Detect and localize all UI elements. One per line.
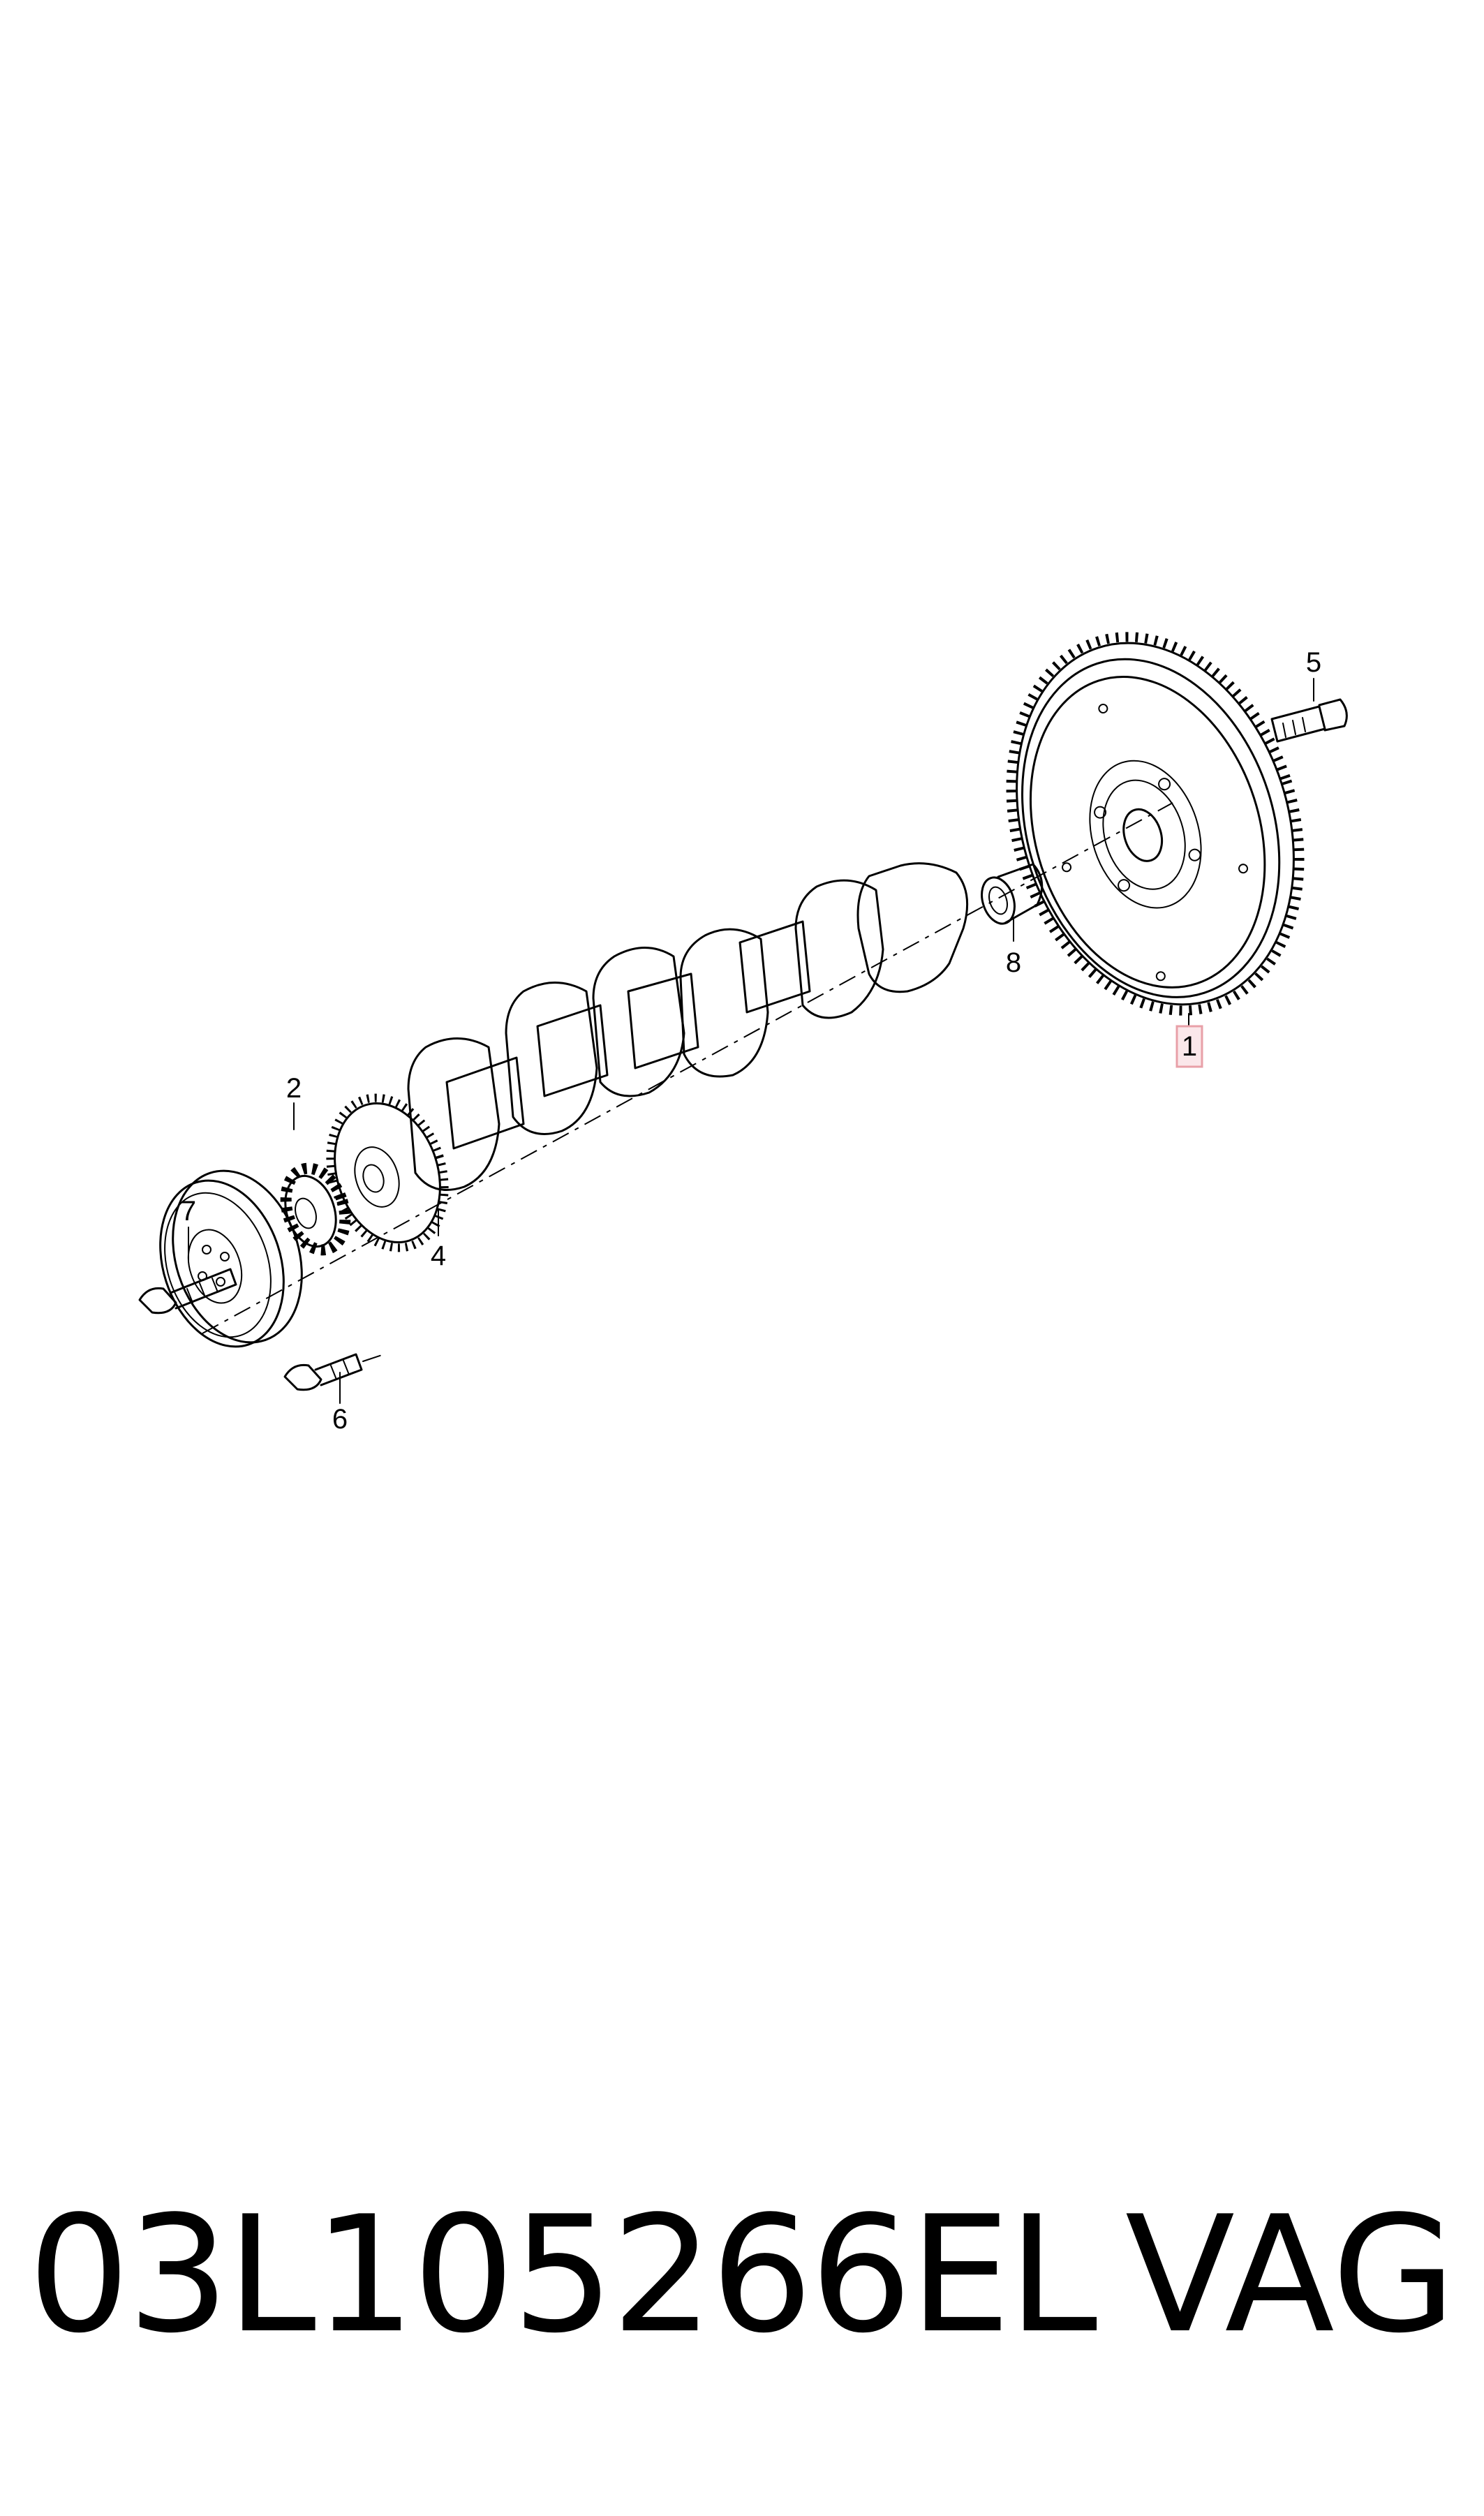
callout-1-highlight <box>1175 1025 1203 1068</box>
callout-1: 1 <box>1175 1025 1203 1068</box>
damper-bolt <box>283 1353 385 1391</box>
pilot-bearing <box>981 863 1044 925</box>
flywheel <box>1006 632 1305 1016</box>
part-number: 03L105266EL <box>28 2182 1097 2369</box>
brand-label: VAG <box>1125 2182 1456 2369</box>
crankshaft-sprocket <box>280 1162 351 1256</box>
callout-2-label: 2 <box>286 1073 302 1104</box>
leader-lines <box>188 678 1314 1404</box>
pulley-bolt <box>138 1268 237 1315</box>
footer: 03L105266EL VAG <box>28 2185 1456 2367</box>
callout-4-label: 4 <box>431 1241 446 1271</box>
crankshaft-gear <box>326 1093 449 1252</box>
callout-5-label: 5 <box>1306 647 1321 678</box>
callout-7-label: 7 <box>181 1196 196 1227</box>
crankshaft <box>407 862 969 1191</box>
callout-8-label: 8 <box>1006 947 1021 978</box>
callout-6-label: 6 <box>332 1404 348 1435</box>
callout-1-label: 1 <box>1182 1031 1197 1062</box>
flywheel-bolt <box>1270 698 1348 743</box>
vibration-damper-pulley <box>159 1169 303 1348</box>
assembly-axis <box>202 802 1173 1334</box>
